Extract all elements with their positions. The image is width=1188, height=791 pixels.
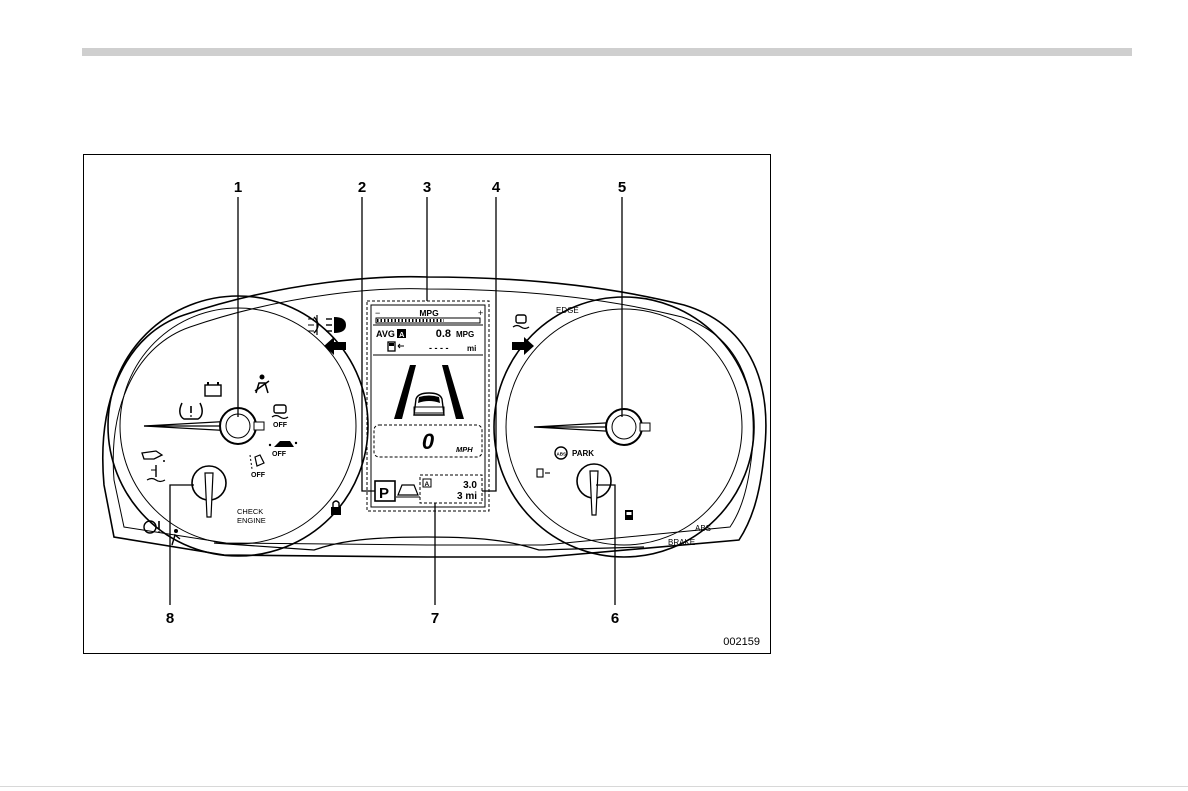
fuel-gauge-icon [625, 510, 633, 520]
check-engine-line1: CHECK [237, 507, 263, 516]
figure-frame: OFF OFF OFF CHECK ENGINE [83, 154, 771, 654]
avg-label: AVG [376, 329, 395, 339]
road-lane-left [394, 365, 416, 419]
leader-6 [596, 485, 615, 605]
callout-6: 6 [611, 610, 619, 627]
stability-off-icon: OFF [272, 405, 288, 429]
mpg-plus-sign: + [478, 308, 483, 318]
fuel-icon [388, 342, 404, 351]
stability-off-label: OFF [273, 422, 288, 429]
abs-label: ABS [695, 524, 711, 533]
shift-car-icon [396, 485, 420, 497]
coolant-temp-icon [147, 465, 165, 482]
traction-icon [513, 315, 529, 329]
figure-id: 002159 [723, 636, 760, 648]
mpg-minus-sign: − [375, 308, 380, 318]
callout-3: 3 [423, 179, 431, 196]
seatbelt-icon [255, 375, 269, 394]
top-rule [82, 48, 1132, 56]
battery-icon [205, 382, 221, 396]
abs-circle-label: ABS [557, 452, 567, 457]
brake-label: BRAKE [668, 538, 695, 547]
callout-7: 7 [431, 610, 439, 627]
avg-mpg-unit: MPG [456, 330, 474, 339]
gear-indicator: P [379, 485, 389, 502]
tire-pressure-icon [180, 403, 202, 419]
left-small-needle [205, 473, 213, 517]
edge-label: EDGE [556, 306, 579, 315]
range-value: - - - - [429, 343, 449, 353]
callout-5: 5 [618, 179, 626, 196]
mpg-bar-label: MPG [419, 308, 439, 318]
trip-value: 3.0 [463, 480, 477, 491]
car-skid-icon: OFF [269, 441, 297, 458]
trip-distance: 3 mi [457, 491, 477, 502]
range-unit: mi [467, 344, 476, 353]
lane-departure-icon: OFF [250, 455, 266, 479]
callout-4: 4 [492, 179, 501, 196]
leader-8 [170, 485, 194, 605]
vehicle-icon [414, 393, 444, 415]
avg-mpg-value: 0.8 [436, 328, 451, 340]
avg-trip-badge-letter: A [399, 330, 405, 339]
right-gauge-hub [606, 409, 642, 445]
car-skid-off-label: OFF [272, 451, 287, 458]
callout-2: 2 [358, 179, 366, 196]
callout-1: 1 [234, 179, 242, 196]
right-small-needle [590, 471, 598, 515]
park-label: PARK [572, 449, 594, 458]
instrument-cluster-diagram: OFF OFF OFF CHECK ENGINE [84, 155, 772, 655]
lane-off-label: OFF [251, 472, 266, 479]
speed-unit: MPH [456, 445, 473, 454]
oil-pressure-icon [142, 451, 165, 462]
right-needle-tip [640, 423, 650, 431]
speed-value: 0 [422, 429, 435, 454]
bottom-rule [0, 786, 1188, 787]
callout-8: 8 [166, 610, 174, 627]
left-needle-tip [254, 422, 264, 430]
road-lane-right [442, 365, 464, 419]
trip-badge-letter: A [425, 481, 430, 488]
lock-icon [331, 501, 341, 515]
leader-2 [362, 197, 375, 491]
fuel-door-icon [537, 469, 550, 477]
check-engine-line2: ENGINE [237, 516, 266, 525]
headlight-icon [326, 317, 346, 333]
